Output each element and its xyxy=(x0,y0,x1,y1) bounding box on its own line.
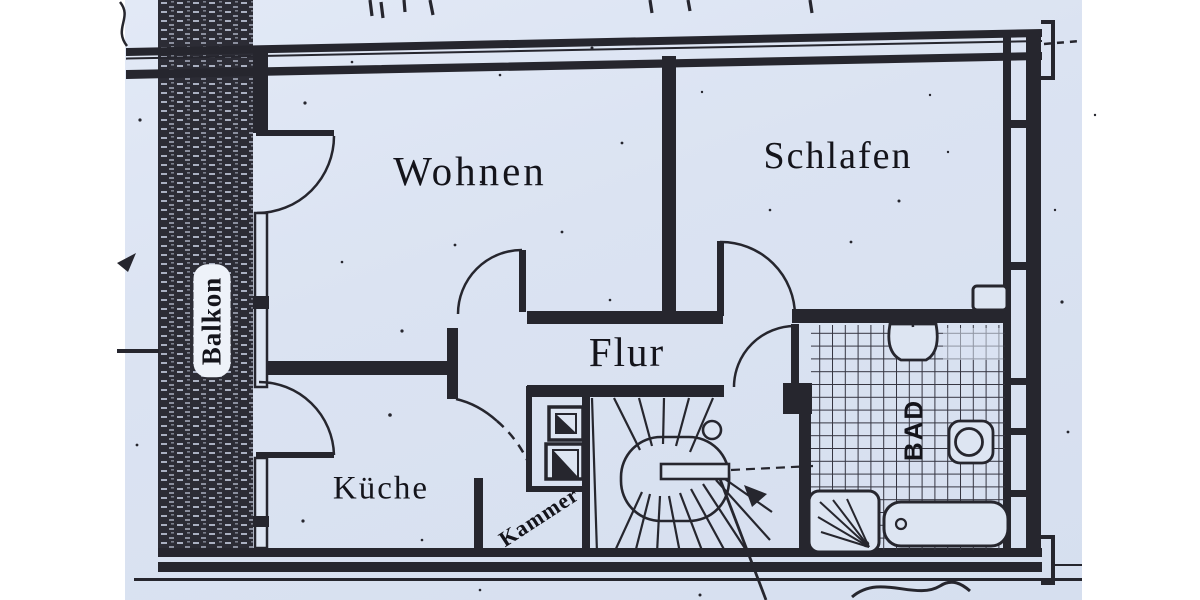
shaft-box-2-inner xyxy=(552,449,579,478)
shaft-box-2-triangle xyxy=(553,450,578,477)
kueche-balcony-door-arc xyxy=(258,380,336,456)
schlafen-door-arc xyxy=(719,240,797,317)
room-label-kueche: Küche xyxy=(332,470,430,507)
bathtub xyxy=(882,500,1010,548)
stair-tread xyxy=(655,495,662,554)
stair-tread xyxy=(667,495,682,554)
scan-speckles xyxy=(135,46,1097,597)
stair-tread xyxy=(674,397,691,447)
stair-tread xyxy=(702,483,749,554)
wohnen-balcony-door-leaf xyxy=(256,130,334,136)
stair-arrow-head xyxy=(744,485,767,507)
top-wall-midline xyxy=(126,39,1042,60)
stair-direction-line xyxy=(718,478,768,600)
stair-tread xyxy=(613,397,641,451)
stair-tread xyxy=(613,491,643,554)
stair-newel-bar xyxy=(659,462,731,481)
bottom-wall-outer xyxy=(158,562,1042,572)
staircase xyxy=(590,397,814,600)
stair-tread xyxy=(688,397,715,453)
flur-left-wall xyxy=(447,328,458,399)
top-wall-outer xyxy=(126,29,1042,56)
top-right-dashed-line xyxy=(1043,39,1081,46)
bottom-right-squiggle xyxy=(851,580,971,599)
stair-tread xyxy=(678,492,705,554)
stair-tread xyxy=(721,476,773,513)
wall-kueche-kammer xyxy=(474,478,483,553)
right-wall-tie-5 xyxy=(1003,490,1041,497)
left-wall-mullion-2 xyxy=(253,516,269,527)
room-label-balkon: Balkon xyxy=(193,264,231,378)
left-wall-mullion-1 xyxy=(253,296,269,309)
wohnen-door-arc xyxy=(456,248,523,315)
bathtub-drain xyxy=(894,517,908,531)
kammer-door-arc-dashed xyxy=(496,420,531,465)
sink xyxy=(887,322,939,362)
shower-spray-lines xyxy=(817,498,870,548)
wall-wohnen-kueche xyxy=(268,361,450,375)
bad-scan-smear xyxy=(943,328,1003,360)
kammer-shaft xyxy=(526,386,590,492)
stair-newel-post xyxy=(701,419,723,441)
top-edge-ticks xyxy=(368,0,814,19)
right-wall-outer-line xyxy=(1026,32,1041,553)
wohnen-door-leaf xyxy=(519,250,526,312)
interior-walls xyxy=(268,56,1007,553)
sink-tap xyxy=(910,316,915,328)
room-label-bad: BAD xyxy=(898,398,929,462)
room-label-flur: Flur xyxy=(588,329,666,375)
left-wall-window-lower xyxy=(253,456,269,550)
wohnen-balcony-door-arc xyxy=(256,135,336,215)
shaft-box-1-triangle xyxy=(557,415,575,432)
top-left-squiggle xyxy=(118,1,129,47)
bathroom xyxy=(807,284,1010,554)
right-wall-tie-2 xyxy=(1003,262,1041,270)
stair-tread xyxy=(633,493,652,554)
bad-top-wall xyxy=(792,309,1007,323)
bad-door-arc xyxy=(732,324,796,388)
top-wall-inner xyxy=(126,52,1042,79)
kueche-balcony-door-leaf xyxy=(256,452,334,458)
bad-door-leaf xyxy=(791,324,799,388)
wall-wohnen-schlafen xyxy=(662,56,676,313)
toilet-bowl xyxy=(954,427,984,457)
right-wall-bottom-step xyxy=(1041,535,1055,585)
right-wall-tie-3 xyxy=(1003,378,1041,385)
scan-artifacts xyxy=(117,0,1097,599)
left-wall xyxy=(253,46,336,550)
flur-top-wall xyxy=(527,311,723,324)
room-label-schlafen: Schlafen xyxy=(763,135,913,177)
stair-tread xyxy=(690,488,727,554)
kammer-door-arc-solid xyxy=(455,397,498,422)
bottom-wall-inner xyxy=(158,548,1042,557)
stair-dashed-line xyxy=(730,464,814,472)
right-wall-top-notch xyxy=(1041,20,1055,80)
left-margin-arrow xyxy=(117,253,136,272)
room-label-wohnen: Wohnen xyxy=(393,148,547,194)
left-wall-top-segment xyxy=(253,46,268,133)
shaft-outer-box xyxy=(526,386,590,492)
bottom-wall-thin-line xyxy=(134,578,1082,581)
radiator xyxy=(971,284,1009,312)
shaft-box-1 xyxy=(547,405,585,442)
shaft-box-1-inner xyxy=(555,413,577,434)
stair-tread xyxy=(590,397,599,554)
right-wall-tie-4 xyxy=(1003,428,1041,435)
right-wall-tie-1 xyxy=(1003,120,1041,128)
schlafen-door-leaf xyxy=(717,241,724,316)
shower-drain xyxy=(862,540,870,548)
left-margin-line xyxy=(117,349,159,353)
